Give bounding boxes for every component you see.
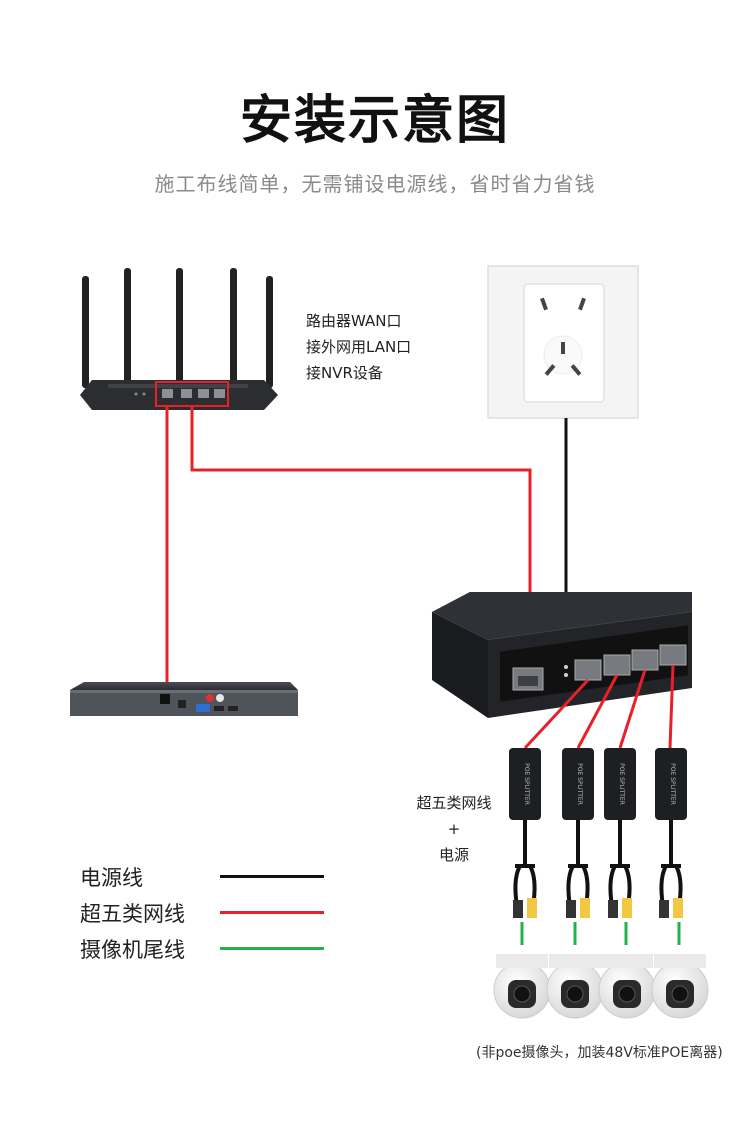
legend-swatch-camera (220, 947, 324, 950)
legend-swatch-power (220, 875, 324, 878)
poe-splitter (655, 748, 687, 820)
socket-three-pin-slot (561, 342, 565, 354)
router-note-line: 接外网用LAN口 (306, 338, 412, 356)
router-lan-port (198, 389, 209, 398)
socket-two-pin-slot (578, 297, 586, 311)
network-cables-switch-to-splitters (523, 664, 675, 750)
footnote: (非poe摄像头，加装48V标准POE离器) (476, 1045, 723, 1061)
rj45-plug (622, 898, 632, 918)
poe-splitter (562, 748, 594, 820)
legend-item-network: 超五类网线 (80, 898, 340, 928)
router-antenna (82, 276, 89, 388)
switch-poe-port (574, 659, 602, 681)
camera-unit-3: POE SPLITTER (598, 748, 656, 1019)
camera-unit-1: POE SPLITTER (493, 748, 551, 1019)
dc-plug (659, 900, 669, 918)
splitter-label: POE SPLITTER (669, 763, 676, 805)
cable-note-line: 电源 (438, 846, 469, 864)
router-antenna (266, 276, 273, 388)
legend-item-power: 电源线 (80, 862, 340, 892)
legend-swatch-network (220, 911, 324, 914)
page-subtitle: 施工布线简单，无需铺设电源线，省时省力省钱 (154, 172, 596, 196)
dc-plug (513, 900, 523, 918)
camera-unit-4: POE SPLITTER (651, 748, 709, 1019)
cable-note: 超五类网线 + 电源 (404, 790, 504, 868)
legend-label: 超五类网线 (80, 902, 185, 926)
camera-unit-2: POE SPLITTER (546, 748, 604, 1019)
router-lan-port (181, 389, 192, 398)
dc-plug (608, 900, 618, 918)
page-title: 安装示意图 (239, 91, 510, 151)
poe-splitter (509, 748, 541, 820)
router-wan-port (162, 389, 173, 398)
router-note-line: 路由器WAN口 (306, 312, 402, 330)
splitter-label: POE SPLITTER (576, 763, 583, 805)
legend-item-camera: 摄像机尾线 (80, 934, 340, 964)
poe-switch (431, 592, 693, 718)
wall-socket (487, 265, 639, 419)
splitter-label: POE SPLITTER (523, 763, 530, 805)
network-cable-router-to-switch (190, 406, 532, 668)
legend-label: 电源线 (80, 866, 143, 890)
router-note-line: 接NVR设备 (306, 364, 383, 382)
router-connection-note: 路由器WAN口 接外网用LAN口 接NVR设备 (306, 308, 411, 386)
nvr-power-switch (160, 694, 170, 704)
cable-note-line: 超五类网线 (416, 794, 492, 812)
nvr-recorder (70, 682, 298, 716)
router-lan-port (214, 389, 225, 398)
switch-poe-port (659, 644, 687, 666)
rj45-plug (580, 898, 590, 918)
rj45-plug (673, 898, 683, 918)
router (80, 268, 278, 410)
router-antenna (176, 268, 183, 388)
socket-three-pin-slot (544, 364, 556, 376)
legend-label: 摄像机尾线 (80, 938, 185, 962)
router-antenna (124, 268, 131, 388)
poe-splitter (604, 748, 636, 820)
cable-note-line: + (447, 820, 461, 838)
socket-three-pin-slot (570, 364, 582, 376)
rj45-plug (527, 898, 537, 918)
splitter-label: POE SPLITTER (618, 763, 625, 805)
dc-plug (566, 900, 576, 918)
switch-poe-port (603, 654, 631, 676)
socket-two-pin-slot (540, 297, 548, 311)
switch-poe-port (631, 649, 659, 671)
router-antenna (230, 268, 237, 388)
